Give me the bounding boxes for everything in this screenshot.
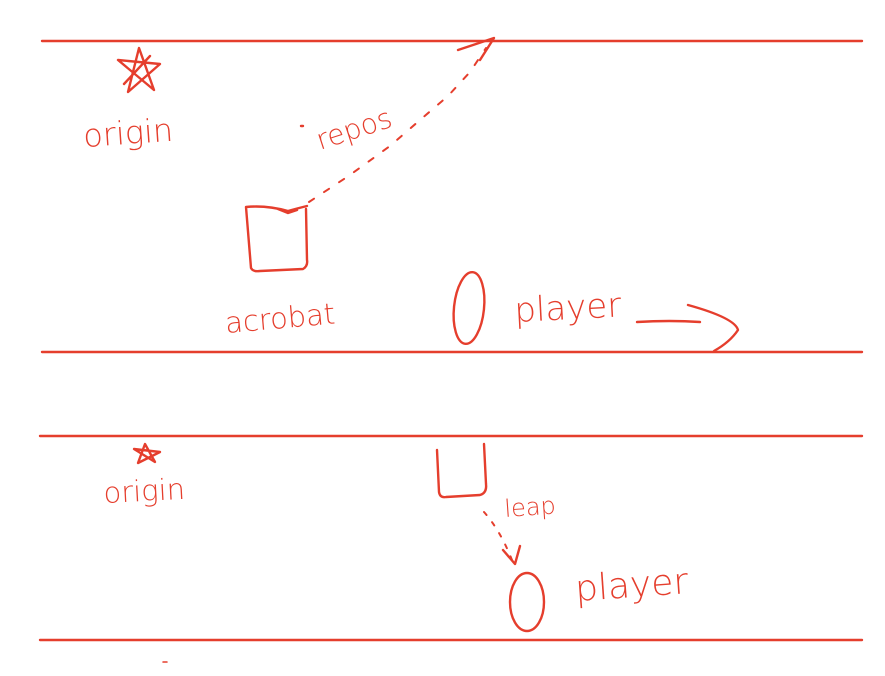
origin-label: origin xyxy=(103,472,186,510)
acrobat-cup xyxy=(244,204,309,273)
top-panel: origin acrobat repos player xyxy=(40,36,864,354)
acrobat-label: acrobat xyxy=(224,296,337,339)
bottom-panel: origin leap player xyxy=(38,434,864,642)
leap-arrowhead xyxy=(501,544,522,566)
star-icon xyxy=(132,442,162,465)
player-motion-arrow xyxy=(635,303,740,353)
leap-dashed-path xyxy=(483,511,513,561)
star-icon xyxy=(116,46,162,94)
repos-label: repos xyxy=(312,101,396,156)
leap-label: leap xyxy=(503,491,556,523)
player-label: player xyxy=(574,561,690,610)
player-oval xyxy=(452,270,486,346)
acrobat-cup xyxy=(435,442,488,499)
origin-label: origin xyxy=(82,111,174,155)
player-label: player xyxy=(513,285,622,331)
repos-arrowhead xyxy=(456,36,496,62)
player-oval xyxy=(508,571,546,633)
acrobat-cup-tick xyxy=(276,207,299,215)
